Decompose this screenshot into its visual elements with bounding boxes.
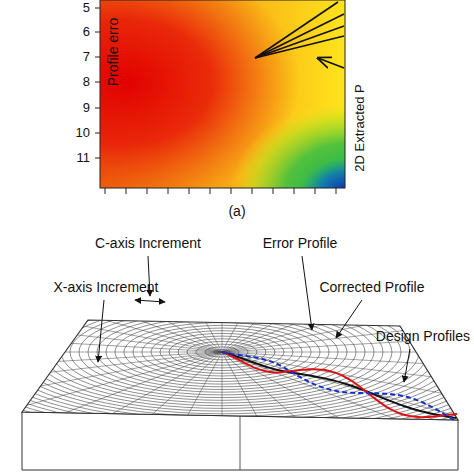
leader-lines: [98, 256, 410, 382]
dome-wireframe: [0, 222, 474, 474]
callout-label: Design Profiles: [376, 329, 470, 344]
panel-label: (a): [228, 204, 245, 219]
axis-number: 6: [83, 25, 90, 39]
axis-number: 10: [76, 126, 90, 140]
heatmap: [100, 0, 345, 188]
side-label: 2D Extracted P: [353, 84, 367, 171]
axis-number: 5: [83, 1, 90, 15]
callout-label: X-axis Increment: [53, 280, 158, 295]
leader-fan: [255, 2, 344, 68]
axis-number: 9: [83, 101, 90, 115]
axis-number: 8: [83, 75, 90, 89]
callout-label: Corrected Profile: [319, 280, 424, 295]
axis-number: 7: [83, 50, 90, 64]
axis-number: 11: [77, 151, 91, 165]
callout-label: Error Profile: [263, 236, 338, 251]
callout-label: C-axis Increment: [95, 236, 201, 251]
axis-title: Profile erro: [106, 18, 121, 86]
